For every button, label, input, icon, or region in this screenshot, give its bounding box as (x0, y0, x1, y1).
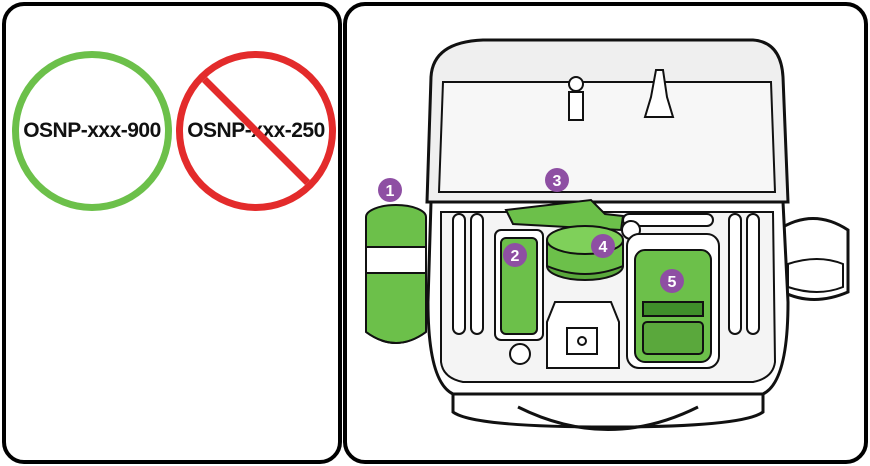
callout-number: 2 (511, 248, 520, 265)
compatible-model-label: OSNP-xxx-900 (19, 119, 165, 143)
tray-slot-left-2 (471, 214, 483, 334)
tray-knob (510, 344, 530, 364)
callout-4: 4 (591, 234, 615, 258)
part-5-device (627, 234, 719, 368)
callout-number: 4 (599, 239, 608, 256)
tray-slot-right-1 (729, 214, 741, 334)
compatible-ring: OSNP-xxx-900 (12, 51, 172, 211)
callout-1: 1 (378, 178, 402, 202)
lid-tool-left (569, 77, 583, 120)
case-diagram: 1 2 3 4 5 (343, 2, 868, 464)
part-1-roll (366, 205, 426, 343)
callout-number: 1 (386, 183, 395, 200)
case-bottom-rim (453, 394, 763, 427)
tray-slot-left-1 (453, 214, 465, 334)
right-handle-inner (788, 259, 843, 292)
callout-5: 5 (660, 269, 684, 293)
callout-number: 3 (553, 173, 562, 190)
incompatible-ring: OSNP-xxx-250 (176, 51, 336, 211)
callout-number: 5 (668, 274, 677, 291)
callout-3: 3 (545, 168, 569, 192)
center-unit (547, 302, 619, 368)
lid-inner (439, 82, 775, 192)
callout-2: 2 (503, 243, 527, 267)
tray-slot-right-2 (747, 214, 759, 334)
